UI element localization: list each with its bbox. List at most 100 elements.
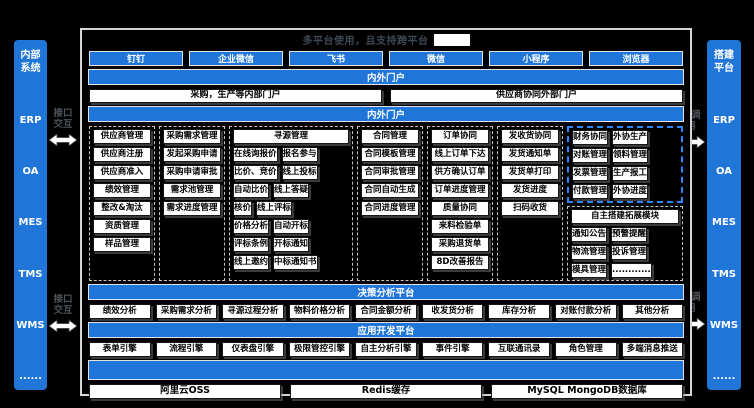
analysis-row: 绩效分析采购需求分析寻源过程分析物料价格分析合同金额分析收发货分析库存分析对账付… (89, 303, 684, 319)
module-item: 价格分析 (233, 218, 270, 234)
sidebar-item: MES (18, 217, 43, 229)
module-column-header: 外协生产 (612, 129, 649, 145)
module-item: 合同进度管理 (361, 200, 419, 216)
pair-row: 自动比价线上答疑 (233, 182, 349, 198)
module-item: 合同审批管理 (361, 164, 419, 180)
pair-row: 发票管理生产报工 (572, 165, 678, 181)
module-column-2: 寻源管理在线询报价报名参与比价、竞价线上投标自动比价线上答疑核价线上评标价格分析… (229, 125, 353, 281)
analysis-item: 其他分析 (621, 303, 684, 319)
module-item: 线上投标 (281, 164, 318, 180)
clients-row: 钉钉企业微信飞书微信小程序浏览器 (89, 50, 683, 66)
sidebar-item: MES (712, 217, 736, 229)
client-button-5: 浏览器 (589, 50, 683, 66)
module-item: 8D改善报告 (431, 254, 489, 270)
module-item: 外协进度 (612, 183, 649, 199)
module-item: 模具管理 (571, 262, 608, 278)
engine-item: 极限管控引擎 (288, 341, 351, 357)
pair-row: 物流管理投诉管理 (571, 244, 679, 260)
portal-external: 供应商协同外部门户 (390, 88, 683, 103)
module-item: 评标条例 (233, 236, 270, 252)
module-item: 对账管理 (572, 147, 609, 163)
title-row: 多平台使用，且支持跨平台 (88, 32, 684, 47)
module-column-header: 订单协同 (431, 128, 489, 144)
module-column-3: 合同管理合同模板管理合同审批管理合同自动生成合同进度管理 (357, 125, 423, 281)
analysis-item: 对账付款分析 (554, 303, 617, 319)
module-item: 物流管理 (571, 244, 608, 260)
module-item: 付款管理 (572, 183, 609, 199)
module-item: 线上评标 (256, 200, 293, 216)
pair-row: 线上邀约中标通知书 (233, 254, 349, 270)
sidebar-item: ERP (713, 115, 735, 127)
module-item: 发货进度 (501, 182, 559, 198)
module-item: 报名参与 (281, 146, 318, 162)
module-item: 来料检验单 (431, 218, 489, 234)
storage-item: 阿里云OSS (89, 383, 281, 399)
module-item: 供应商准入 (93, 164, 151, 180)
analysis-item: 合同金额分析 (355, 303, 417, 319)
client-button-0: 钉钉 (89, 50, 183, 66)
pair-row: 在线询报价报名参与 (233, 146, 349, 162)
module-item: 样品管理 (93, 236, 151, 252)
redaction-box (433, 33, 470, 46)
pair-row: 通知公告预警提醒 (571, 226, 679, 242)
engine-item: 仪表盘引擎 (222, 341, 284, 357)
module-item: 供应商注册 (93, 146, 151, 162)
pair-row: 财务协同外协生产 (572, 129, 678, 145)
dev-band: 应用开发平台 (88, 322, 684, 338)
module-column-5: 发收货协同发货通知单发货单打印发货进度扫码收货 (497, 125, 563, 281)
module-item: 中标通知书 (273, 254, 318, 270)
module-item: 扫码收货 (501, 200, 559, 216)
sidebar-item: TMS (712, 268, 736, 280)
storage-item: MySQL MongoDB数据库 (491, 383, 683, 399)
extension-group: 自主搭建拓展模块通知公告预警提醒物流管理投诉管理模具管理............ (567, 205, 683, 281)
module-column-header: 财务协同 (572, 129, 609, 145)
module-item: 订单进度管理 (431, 182, 489, 198)
interface-label: 接口交互 (53, 108, 73, 131)
analysis-item: 寻源过程分析 (222, 303, 284, 319)
page-title: 多平台使用，且支持跨平台 (302, 36, 429, 47)
module-item: 发票管理 (572, 165, 609, 181)
module-item: 线上邀约 (233, 254, 270, 270)
modules-grid: 供应商管理供应商注册供应商准入绩效管理整改&淘汰资质管理样品管理采购需求管理发起… (89, 125, 683, 281)
module-item: 投诉管理 (611, 244, 648, 260)
left-interface-arrow-top: 接口交互 (47, 108, 79, 147)
module-column-header: 合同管理 (361, 128, 419, 144)
portal-band: 内外门户 (88, 69, 684, 85)
double-arrow-icon (48, 132, 78, 147)
module-item: 自动开标 (273, 218, 310, 234)
left-interface-arrow-bottom: 接口交互 (47, 294, 79, 333)
module-item: 核价 (233, 200, 253, 216)
analysis-item: 库存分析 (488, 303, 550, 319)
storage-item: Redis缓存 (290, 383, 482, 399)
pair-row: 核价线上评标 (233, 200, 349, 216)
client-button-2: 飞书 (289, 50, 383, 66)
module-item: 整改&淘汰 (93, 200, 151, 216)
module-item: 线上订单下达 (431, 146, 489, 162)
double-arrow-icon (48, 318, 78, 333)
module-item: 合同自动生成 (361, 182, 419, 198)
module-item: 发货单打印 (501, 164, 559, 180)
right-module-stack: 财务协同外协生产对账管理领料管理发票管理生产报工付款管理外协进度自主搭建拓展模块… (567, 125, 683, 281)
left-sidebar-title: 内部系统 (20, 50, 41, 74)
engine-item: 事件引擎 (421, 341, 484, 357)
module-item: 合同模板管理 (361, 146, 419, 162)
sidebar-item: OA (22, 166, 39, 178)
engine-item: 角色管理 (554, 341, 617, 357)
right-sidebar-title: 搭建平台 (714, 50, 734, 74)
portal-internal: 采购，生产等内部门户 (89, 88, 382, 103)
module-item: 自动比价 (233, 182, 270, 198)
engine-item: 多端消息推送 (621, 341, 684, 357)
sidebar-item: WMS (709, 319, 739, 331)
storage-row: 阿里云OSS Redis缓存 MySQL MongoDB数据库 (89, 383, 683, 400)
analysis-band: 决策分析平台 (88, 284, 684, 300)
module-item: 资质管理 (93, 218, 151, 234)
module-item: 绩效管理 (93, 182, 151, 198)
module-column-0: 供应商管理供应商注册供应商准入绩效管理整改&淘汰资质管理样品管理 (89, 125, 155, 281)
finance-production-group: 财务协同外协生产对账管理领料管理发票管理生产报工付款管理外协进度 (567, 125, 683, 203)
module-item: 开标通知 (273, 236, 310, 252)
pair-row: 价格分析自动开标 (233, 218, 349, 234)
module-item: 需求池管理 (163, 182, 221, 198)
engines-row: 表单引擎流程引擎仪表盘引擎极限管控引擎自主分析引擎事件引擎互联通讯录角色管理多端… (89, 341, 684, 357)
module-item: 领料管理 (612, 147, 649, 163)
